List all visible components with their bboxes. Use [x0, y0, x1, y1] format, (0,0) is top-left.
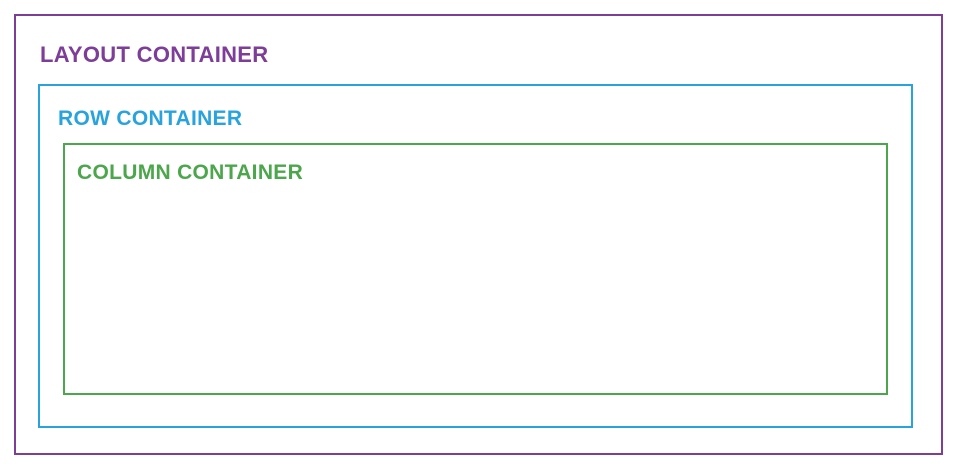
row-container-label: ROW CONTAINER — [58, 107, 243, 130]
row-container-box: ROW CONTAINER COLUMN CONTAINER — [38, 84, 913, 428]
layout-container-box: LAYOUT CONTAINER ROW CONTAINER COLUMN CO… — [14, 14, 943, 455]
layout-container-label: LAYOUT CONTAINER — [40, 42, 269, 67]
column-container-box: COLUMN CONTAINER — [63, 143, 888, 395]
column-container-label: COLUMN CONTAINER — [77, 161, 304, 184]
